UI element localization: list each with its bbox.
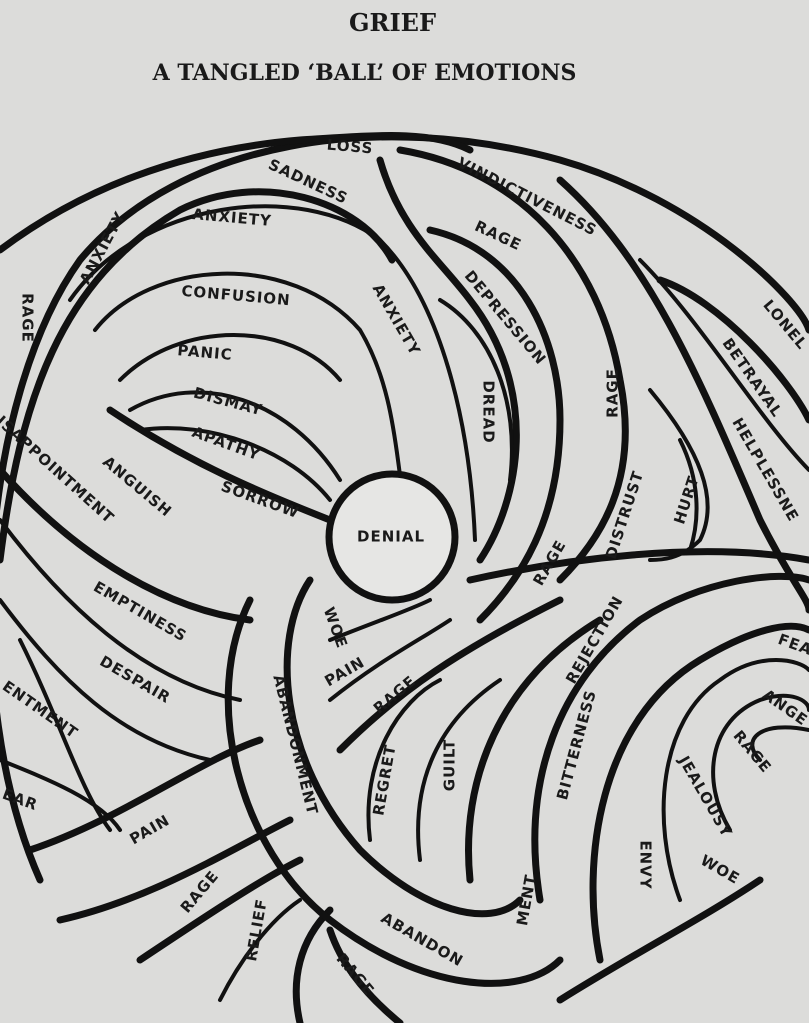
label-guilt: GUILT xyxy=(441,739,459,791)
label-apathy: APATHY xyxy=(190,423,263,464)
label-loss: LOSS xyxy=(326,136,374,158)
label-fear: EAR xyxy=(0,785,40,814)
denial-core-circle xyxy=(325,470,459,604)
label-pain: PAIN xyxy=(321,653,368,690)
label-dismay: DISMAY xyxy=(192,384,265,420)
label-dread: DREAD xyxy=(480,380,498,443)
label-pain: PAIN xyxy=(126,811,173,848)
label-anxiety: ANXIETY xyxy=(192,205,273,230)
label-rage: RAGE xyxy=(730,727,776,777)
label-woe: WOE xyxy=(697,851,743,888)
diagram-subtitle: A TANGLED ‘BALL’ OF EMOTIONS xyxy=(152,60,577,86)
label-rage: RAGE xyxy=(333,950,379,1000)
label-rage: RAGE xyxy=(19,293,37,343)
label-fear: FEA xyxy=(776,630,809,659)
label-anger: ANGE xyxy=(759,686,809,730)
label-envy: ENVY xyxy=(637,840,655,889)
label-confusion: CONFUSION xyxy=(181,282,292,309)
label-abandonment: ABANDONMENT xyxy=(269,673,321,817)
label-emptiness: EMPTINESS xyxy=(90,578,190,646)
label-rage: RAGE xyxy=(604,368,622,418)
label-bitterness: BITTERNESS xyxy=(553,688,600,802)
label-panic: PANIC xyxy=(177,341,234,364)
label-rage: RAGE xyxy=(370,672,420,718)
diagram-title: GRIEF xyxy=(349,8,436,37)
label-regret: REGRET xyxy=(369,743,399,817)
label-woe: WOE xyxy=(320,605,351,651)
label-despair: DESPAIR xyxy=(97,652,174,707)
label-jealousy: JEALOUSY xyxy=(674,752,736,841)
label-loneliness: LONEL xyxy=(759,296,809,353)
ball-strands xyxy=(0,132,809,1023)
label-denial: DENIAL xyxy=(357,528,425,546)
label-ment: MENT xyxy=(513,873,540,927)
label-sorrow: SORROW xyxy=(219,477,302,522)
